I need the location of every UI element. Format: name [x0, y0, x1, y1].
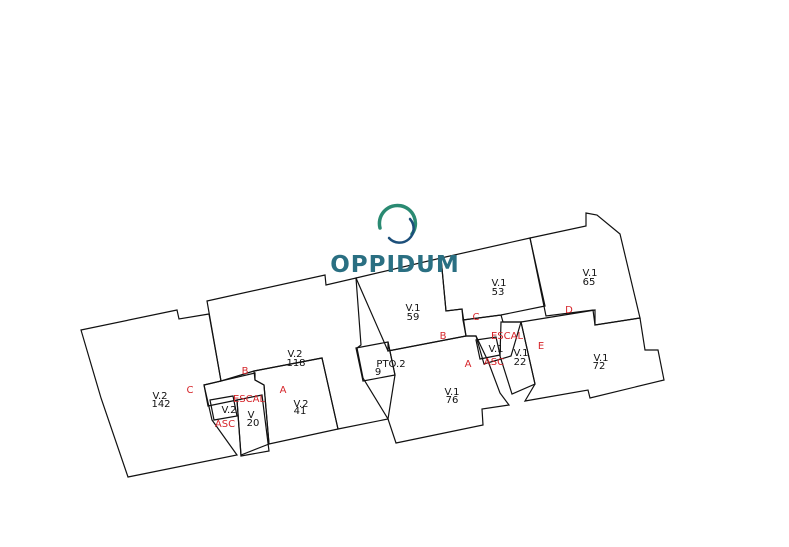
marker-d-right: D: [565, 305, 573, 316]
room-v1-72-area: 72: [593, 361, 606, 372]
room-v1-22-area: 22: [514, 357, 527, 368]
marker-a-right: A: [465, 359, 472, 370]
room-v1-53-label: V.1: [491, 278, 506, 289]
marker-asc-left: ASC: [215, 419, 235, 430]
room-v1-76-label: V.1: [444, 387, 459, 398]
room-v1-22-label: V.1: [513, 348, 528, 359]
marker-asc-right: ASC: [484, 357, 504, 368]
marker-b-right: B: [440, 331, 447, 342]
room-v2-small-outline: [209, 395, 238, 421]
room-pto2-9-area: 9: [375, 367, 381, 378]
room-escal-left-outline: [203, 372, 270, 456]
room-v-20-label: V: [248, 410, 255, 421]
marker-a-left: A: [280, 385, 287, 396]
room-labels: V.2 142 V.2 118 V.2 41 V.2 V 20 PTO.2 9 …: [151, 268, 608, 429]
room-outlines: [80, 212, 665, 478]
room-v2-118-area: 118: [286, 358, 305, 369]
room-v2-41-label: V.2: [293, 399, 308, 410]
logo-ring-icon: [377, 203, 418, 236]
marker-b-left: B: [242, 366, 249, 377]
room-v1-small-label: V.1: [488, 344, 503, 355]
logo-ring-inner-icon: [387, 217, 415, 244]
room-v2-142-area: 142: [151, 399, 170, 410]
marker-c-left: C: [187, 385, 194, 396]
marker-c-right: C: [473, 312, 480, 323]
room-v2-41-area: 41: [294, 406, 307, 417]
room-v1-76-area: 76: [446, 395, 459, 406]
room-v2-118-label: V.2: [287, 349, 302, 360]
room-v1-72-outline: [520, 309, 665, 402]
marker-escal-left: ESCAL: [233, 394, 265, 405]
marker-escal-right: ESCAL: [491, 331, 523, 342]
room-v1-22-outline: [499, 321, 536, 395]
room-v1-59-label: V.1: [405, 303, 420, 314]
room-v1-53-area: 53: [492, 287, 505, 298]
room-escal-right-outline: [462, 314, 522, 365]
room-v1-65-outline: [529, 212, 641, 326]
room-v1-72-label: V.1: [593, 353, 608, 364]
marker-e-right: E: [538, 341, 544, 352]
room-v-20-outline: [236, 394, 270, 457]
logo-wordmark: OPPIDUM: [330, 252, 459, 278]
room-v1-65-label: V.1: [582, 268, 597, 279]
room-v1-65-area: 65: [583, 277, 596, 288]
oppidum-logo: OPPIDUM: [330, 203, 459, 278]
room-v2-142-label: V.2: [152, 391, 167, 402]
room-v-20-area: 20: [247, 418, 260, 429]
room-pto2-9-label: PTO.2: [376, 359, 405, 370]
room-v1-59-area: 59: [407, 312, 420, 323]
room-v2-small-label: V.2: [221, 405, 236, 416]
access-markers: C B A ESCAL ASC B A C D E ESCAL ASC: [187, 305, 574, 430]
